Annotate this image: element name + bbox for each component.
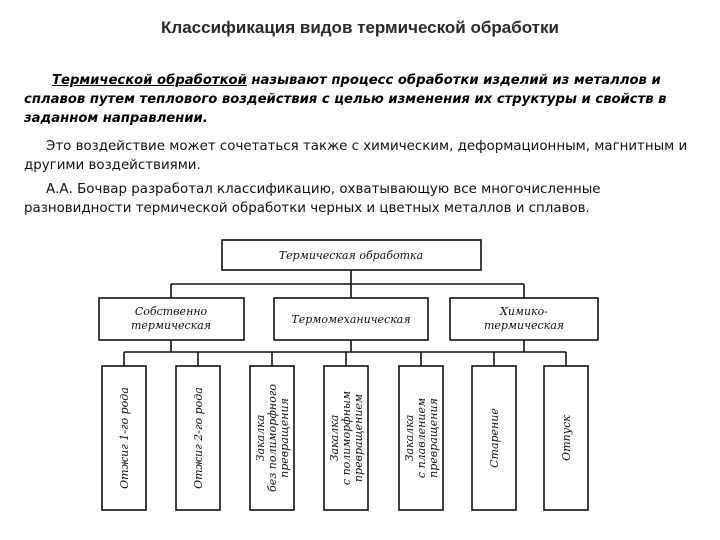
combination-text: Это воздействие может сочетаться также с… [24, 139, 688, 173]
definition-paragraph: Термической обработкой называют процесс … [24, 71, 708, 128]
level1-label-line: Термомеханическая [291, 313, 410, 326]
level1-label-line: Химико- [499, 305, 548, 318]
leaf-label-line: с полиморфным [340, 391, 353, 485]
leaf-box [249, 365, 295, 511]
level1-label-line: термическая [131, 319, 211, 332]
leaf-label-line: Отжиг 1-го рода [118, 387, 131, 489]
defined-term: Термической обработкой [52, 73, 247, 88]
leaf-label-line: Закалка [403, 415, 416, 462]
bochvar-text: А.А. Бочвар разработал классификацию, ох… [24, 182, 601, 216]
leaf-label-line: Отпуск [560, 415, 573, 461]
leaf-label-line: Закалка [254, 415, 267, 462]
level1-box-chemical [449, 297, 599, 341]
leaf-box [323, 365, 369, 511]
leaf-box [175, 365, 221, 511]
leaf-box [543, 365, 589, 511]
leaf-label-line: с плавлением [415, 398, 428, 478]
page-title: Классификация видов термической обработк… [161, 18, 559, 37]
leaf-box [101, 365, 147, 511]
leaf-label-line: Закалка [328, 415, 341, 462]
root-box [221, 239, 482, 271]
level1-box-proper [98, 297, 245, 341]
leaf-box [398, 365, 444, 511]
leaf-label-line: Отжиг 2-го рода [192, 387, 205, 489]
root-label: Термическая обработка [279, 249, 423, 262]
definition-text: называют процесс обработки изделий из ме… [24, 73, 667, 126]
leaf-label-line: превращением [352, 394, 365, 482]
leaf-label-line: Старение [488, 408, 501, 468]
level1-label-line: термическая [484, 319, 564, 332]
combination-paragraph: Это воздействие может сочетаться также с… [24, 137, 708, 175]
leaf-label-line: без полиморфного [266, 384, 279, 492]
leaf-box [471, 365, 517, 511]
bochvar-paragraph: А.А. Бочвар разработал классификацию, ох… [24, 180, 708, 218]
level1-label-line: Собственно [135, 305, 208, 318]
level1-box-thermomechanical [273, 297, 429, 341]
leaf-label-line: превращения [427, 398, 440, 478]
leaf-label-line: превращения [278, 398, 291, 478]
